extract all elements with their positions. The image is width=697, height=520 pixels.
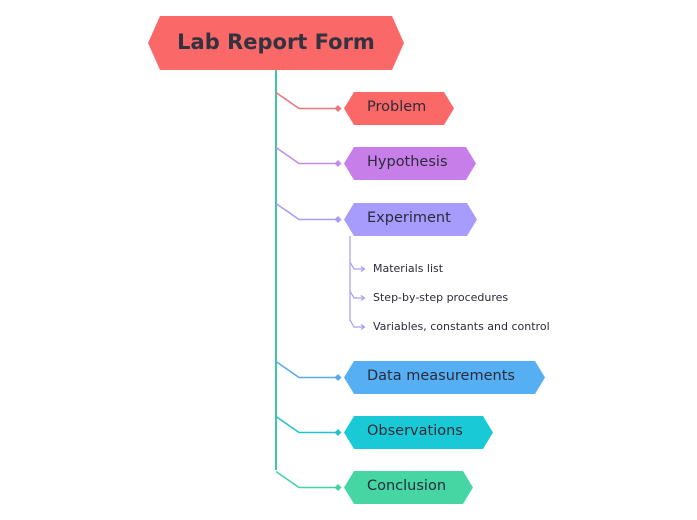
branch-conclusion[interactable]: Conclusion — [344, 471, 473, 504]
branch-experiment[interactable]: Experiment — [344, 203, 477, 236]
connector-data-measurements — [275, 360, 338, 379]
connector-problem — [275, 91, 338, 110]
branch-shape-data-measurements — [344, 361, 545, 394]
root-title: Lab Report Form — [177, 30, 375, 54]
branch-shape-problem — [344, 92, 454, 125]
branch-shape-experiment — [344, 203, 477, 236]
connector-experiment — [275, 202, 338, 221]
branch-hypothesis[interactable]: Hypothesis — [344, 147, 476, 180]
node-shapes — [148, 16, 545, 504]
connector-hypothesis — [275, 146, 338, 165]
connector-conclusion — [275, 470, 338, 489]
connector-dot-data-measurements — [334, 374, 342, 381]
branch-label-hypothesis: Hypothesis — [367, 154, 448, 170]
connector-dot-experiment — [334, 216, 342, 223]
branch-shape-conclusion — [344, 471, 473, 504]
leaf-connector-materials-list — [349, 261, 364, 270]
branch-label-experiment: Experiment — [367, 210, 451, 226]
branch-data-measurements[interactable]: Data measurements — [344, 361, 545, 394]
root-shape — [148, 16, 404, 70]
branch-shape-hypothesis — [344, 147, 476, 180]
branch-shape-observations — [344, 416, 493, 449]
branch-label-observations: Observations — [367, 423, 463, 439]
leaf-arrow-variables-constants-control — [360, 324, 366, 330]
root-node[interactable]: Lab Report Form — [148, 16, 404, 70]
connector-dot-observations — [334, 429, 342, 436]
connector-dot-problem — [334, 105, 342, 112]
connector-dot-hypothesis — [334, 160, 342, 167]
connectors — [275, 70, 366, 491]
branch-problem[interactable]: Problem — [344, 92, 454, 125]
leaf-step-by-step-procedures[interactable]: Step-by-step procedures — [373, 291, 509, 304]
leaf-materials-list[interactable]: Materials list — [373, 262, 444, 275]
branch-label-problem: Problem — [367, 99, 427, 115]
leaf-variables-constants-control[interactable]: Variables, constants and control — [373, 320, 550, 333]
connector-dot-conclusion — [334, 484, 342, 491]
leaf-connector-step-by-step-procedures — [349, 290, 364, 299]
branch-label-data-measurements: Data measurements — [367, 368, 515, 384]
connector-observations — [275, 415, 338, 434]
leaf-arrow-step-by-step-procedures — [360, 295, 366, 301]
branch-label-conclusion: Conclusion — [367, 478, 447, 494]
leaf-arrow-materials-list — [360, 266, 366, 272]
branch-observations[interactable]: Observations — [344, 416, 493, 449]
leaf-connector-variables-constants-control — [349, 319, 364, 328]
